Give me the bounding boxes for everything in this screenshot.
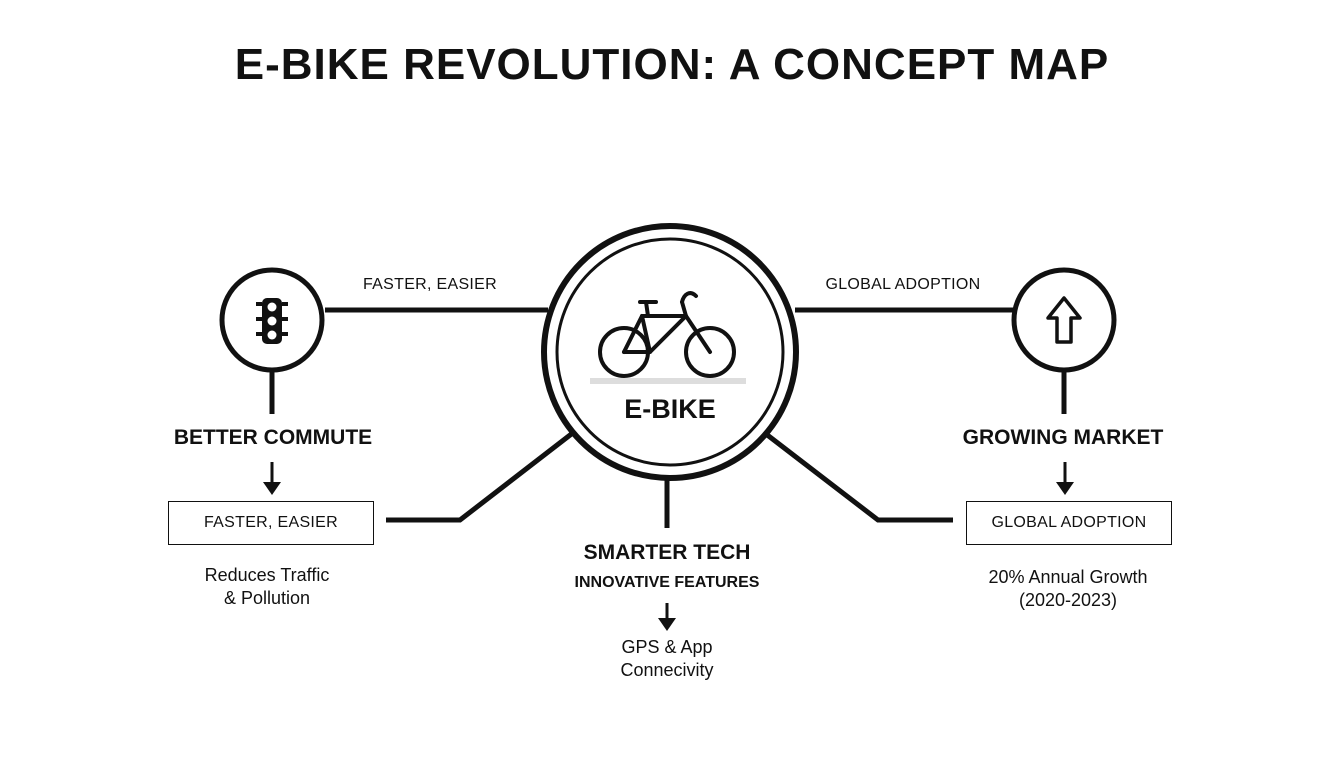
edge-label-commute: FASTER, EASIER (362, 276, 497, 293)
page-title: E-BIKE REVOLUTION: A CONCEPT MAP (234, 40, 1110, 89)
center-label: E-BIKE (624, 394, 716, 424)
market-heading: GROWING MARKET (962, 426, 1164, 449)
arrow-down-tech-icon (658, 603, 676, 631)
tech-description: GPS & App Connecivity (547, 636, 787, 682)
tech-heading: SMARTER TECH (583, 541, 751, 564)
market-desc-line1: 20% Annual Growth (988, 567, 1148, 587)
market-box-label: GLOBAL ADOPTION (991, 514, 1147, 531)
center-node (541, 223, 799, 481)
edge-center-to-market-box (764, 432, 953, 523)
arrow-down-market-icon (1056, 462, 1074, 495)
commute-desc-line2: & Pollution (223, 588, 311, 608)
tech-subheading: INNOVATIVE FEATURES (574, 574, 760, 591)
edge-label-market: GLOBAL ADOPTION (825, 276, 981, 293)
commute-description: Reduces Traffic & Pollution (150, 564, 384, 610)
commute-desc-line1: Reduces Traffic (204, 565, 330, 585)
bicycle-icon (598, 291, 736, 378)
commute-box: FASTER, EASIER (168, 501, 374, 545)
commute-heading: BETTER COMMUTE (173, 426, 373, 449)
market-desc-line2: (2020-2023) (1018, 590, 1118, 610)
edge-center-to-commute-box (386, 430, 576, 523)
traffic-light-icon (219, 267, 325, 373)
market-description: 20% Annual Growth (2020-2023) (940, 566, 1196, 612)
tech-desc-line2: Connecivity (620, 660, 714, 680)
commute-box-label: FASTER, EASIER (203, 514, 338, 531)
up-arrow-icon (1011, 267, 1117, 373)
tech-desc-line1: GPS & App (621, 637, 713, 657)
arrow-down-commute-icon (263, 462, 281, 495)
market-box: GLOBAL ADOPTION (966, 501, 1172, 545)
